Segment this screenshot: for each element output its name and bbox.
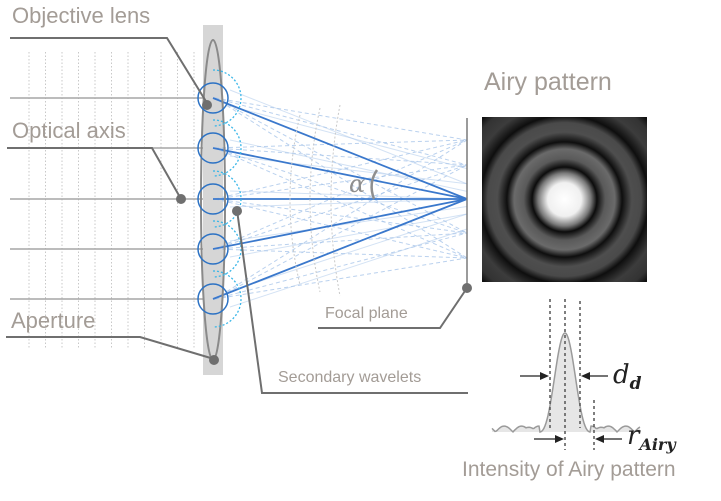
diffracted-ray (214, 198, 468, 259)
rairy-symbol: rAiry (627, 421, 676, 454)
diffracted-ray (229, 190, 468, 200)
diffracted-ray (214, 97, 468, 166)
leader-focal-plane (318, 287, 468, 329)
label-secondary-wavelets: Secondary wavelets (278, 369, 422, 386)
dd-symbol-sub: d (629, 374, 642, 395)
label-airy-pattern: Airy pattern (484, 68, 612, 96)
diffracted-ray (214, 232, 468, 300)
wavelet-circle (197, 183, 229, 215)
dd-symbol-main: d (613, 360, 630, 390)
principal-ray (212, 198, 468, 300)
intensity-curve-fill (492, 333, 640, 432)
diffracted-ray (214, 139, 468, 200)
diffracted-ray (229, 105, 468, 170)
secondary-wavelets (197, 69, 242, 328)
wavelet-arc (212, 170, 242, 228)
rairy-symbol-main: r (627, 421, 640, 451)
wavelet-arc (212, 270, 242, 328)
diffracted-ray (214, 147, 468, 166)
rairy-symbol-sub: Airy (639, 435, 676, 455)
diffracted-ray (229, 155, 468, 185)
diffracted-ray (214, 139, 468, 250)
diffracted-ray (214, 139, 468, 300)
wavelet-circle (197, 132, 229, 164)
dd-symbol: dd (613, 360, 642, 394)
converging-rays (212, 89, 468, 308)
intensity-profile (491, 299, 641, 450)
diffracted-ray (229, 206, 468, 242)
diffracted-ray (214, 147, 468, 234)
diffracted-ray (214, 97, 468, 141)
diffracted-ray (214, 164, 468, 300)
diffracted-ray (214, 198, 468, 234)
principal-ray (212, 198, 468, 250)
rairy-right-arrow (595, 435, 604, 443)
diffracted-ray (214, 257, 468, 300)
wavelet-arc (212, 220, 242, 278)
converging-wavefront-arcs (289, 104, 341, 297)
incoming-wavefronts (28, 52, 195, 348)
diffracted-ray (214, 97, 468, 234)
diffracted-ray (214, 164, 468, 200)
leader-objective-lens (10, 37, 208, 104)
diffracted-ray (229, 213, 468, 292)
intensity-curve (491, 332, 641, 433)
dd-left-arrow (540, 372, 549, 380)
diffracted-ray (214, 232, 468, 250)
principal-ray (212, 147, 468, 200)
wavelet-arc (212, 69, 242, 127)
diffracted-ray (214, 147, 468, 259)
dd-right-arrow (581, 372, 590, 380)
label-optical-axis: Optical axis (12, 118, 126, 143)
diffracted-ray (229, 213, 468, 258)
label-intensity: Intensity of Airy pattern (462, 458, 676, 481)
label-focal-plane: Focal plane (325, 305, 408, 322)
leader-lines (6, 37, 468, 394)
alpha-angle-arc (370, 169, 379, 200)
diffracted-ray (214, 139, 468, 149)
diffracted-ray (214, 164, 468, 250)
wavelet-arc (212, 119, 242, 177)
wavelet-circle (197, 233, 229, 265)
diffracted-ray (229, 198, 468, 208)
diffracted-ray (229, 228, 468, 308)
leader-optical-axis (7, 147, 182, 200)
leader-secondary-wavelets (236, 209, 468, 394)
diffracted-ray (214, 248, 468, 259)
principal-ray (212, 97, 468, 200)
leader-dots (176, 100, 472, 365)
leader-aperture (6, 336, 215, 360)
airy-pattern-image (482, 117, 647, 282)
alpha-symbol: α (349, 170, 366, 198)
label-aperture: Aperture (11, 308, 96, 333)
label-objective-lens: Objective lens (12, 3, 151, 28)
wavelet-circle (197, 82, 229, 114)
diffracted-ray (214, 97, 468, 259)
wavelet-circle (197, 283, 229, 315)
rairy-left-arrow (555, 435, 564, 443)
